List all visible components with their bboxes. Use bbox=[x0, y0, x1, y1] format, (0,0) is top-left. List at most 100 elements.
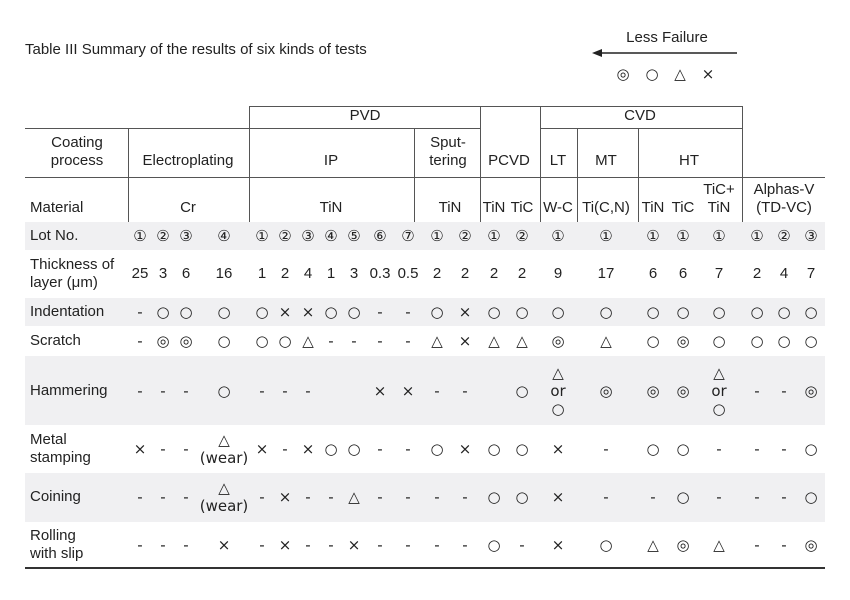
table-cell: △ bbox=[488, 332, 500, 350]
table-cell: - bbox=[519, 536, 525, 554]
table-cell: ○ bbox=[515, 440, 529, 458]
header-material-cell: TiN bbox=[641, 199, 665, 216]
rule bbox=[540, 128, 742, 129]
table-cell: 16 bbox=[215, 265, 233, 282]
table-cell: △ bbox=[516, 332, 528, 350]
rule bbox=[128, 128, 129, 222]
table-cell: ○ bbox=[646, 440, 660, 458]
table-cell: × bbox=[458, 440, 472, 458]
table-cell: ○ bbox=[515, 488, 529, 506]
header-electroplating: Electroplating bbox=[142, 152, 234, 169]
table-cell: ◎ bbox=[179, 332, 193, 350]
table-cell: ① bbox=[646, 227, 660, 245]
rule bbox=[25, 177, 825, 178]
table-cell: - bbox=[183, 536, 189, 554]
table-cell: ① bbox=[430, 227, 444, 245]
table-cell: 4 bbox=[779, 265, 789, 282]
table-cell: △ (wear) bbox=[199, 431, 249, 467]
table-cell: ○ bbox=[217, 382, 231, 400]
table-cell: ② bbox=[777, 227, 791, 245]
header-material: Material bbox=[30, 199, 84, 216]
rule bbox=[577, 128, 578, 222]
table-cell: - bbox=[282, 382, 288, 400]
table-cell: × bbox=[278, 303, 292, 321]
table-cell: 2 bbox=[280, 265, 290, 282]
table-cell: ○ bbox=[599, 303, 613, 321]
table-cell: ④ bbox=[217, 227, 231, 245]
table-cell: ② bbox=[458, 227, 472, 245]
table-cell: × bbox=[301, 303, 315, 321]
table-cell: ○ bbox=[646, 303, 660, 321]
header-pcvd: PCVD bbox=[488, 152, 530, 169]
table-cell: ○ bbox=[646, 332, 660, 350]
table-cell: ◎ bbox=[804, 382, 818, 400]
table-cell: △ or ○ bbox=[711, 364, 727, 418]
table-cell: ○ bbox=[255, 303, 269, 321]
table-cell: ② bbox=[515, 227, 529, 245]
header-lt: LT bbox=[549, 152, 567, 169]
header-material-cell: TiC bbox=[510, 199, 534, 216]
table-cell: ○ bbox=[676, 303, 690, 321]
table-cell: ○ bbox=[487, 488, 501, 506]
table-cell: × bbox=[133, 440, 147, 458]
table-cell: - bbox=[405, 332, 411, 350]
table-cell: ○ bbox=[676, 440, 690, 458]
table-cell: ○ bbox=[804, 303, 818, 321]
table-cell: 4 bbox=[303, 265, 313, 282]
header-mt: MT bbox=[595, 152, 617, 169]
header-coating-process: Coating process bbox=[50, 134, 104, 169]
table-cell: × bbox=[255, 440, 269, 458]
table-cell: 1 bbox=[257, 265, 267, 282]
table-cell: ◎ bbox=[156, 332, 170, 350]
table-cell: 0.3 bbox=[369, 265, 391, 282]
table-cell: 7 bbox=[714, 265, 724, 282]
table-cell: ① bbox=[255, 227, 269, 245]
table-cell: ○ bbox=[515, 303, 529, 321]
table-cell: - bbox=[377, 440, 383, 458]
table-cell: 6 bbox=[678, 265, 688, 282]
table-cell: 0.5 bbox=[397, 265, 419, 282]
table-cell: - bbox=[462, 536, 468, 554]
table-cell: ○ bbox=[712, 332, 726, 350]
table-cell: ○ bbox=[347, 440, 361, 458]
table-cell: - bbox=[282, 440, 288, 458]
table-cell: 6 bbox=[181, 265, 191, 282]
rule bbox=[414, 128, 415, 222]
table-cell: ◎ bbox=[676, 536, 690, 554]
table-cell: △ bbox=[302, 332, 314, 350]
table-cell: ◎ bbox=[646, 382, 660, 400]
table-cell: - bbox=[137, 488, 143, 506]
table-cell: ④ bbox=[324, 227, 338, 245]
arrow-left-icon bbox=[592, 49, 737, 57]
table-cell: - bbox=[405, 536, 411, 554]
table-cell: - bbox=[259, 382, 265, 400]
table-cell: ③ bbox=[179, 227, 193, 245]
table-cell: ○ bbox=[777, 332, 791, 350]
table-cell: ② bbox=[156, 227, 170, 245]
table-cell: - bbox=[160, 440, 166, 458]
table-cell: 2 bbox=[460, 265, 470, 282]
table-cell: ○ bbox=[599, 536, 613, 554]
legend-symbol-fair: △ bbox=[674, 65, 686, 83]
header-ip: IP bbox=[323, 152, 339, 169]
table-cell: ① bbox=[487, 227, 501, 245]
table-cell: - bbox=[137, 332, 143, 350]
table-cell: - bbox=[351, 332, 357, 350]
table-cell: 2 bbox=[489, 265, 499, 282]
row-shade bbox=[25, 222, 825, 250]
row-shade bbox=[25, 473, 825, 522]
table-cell: 1 bbox=[326, 265, 336, 282]
table-cell: ◎ bbox=[676, 382, 690, 400]
table-cell: - bbox=[434, 536, 440, 554]
table-cell: ① bbox=[750, 227, 764, 245]
table-cell: - bbox=[305, 536, 311, 554]
table-cell: - bbox=[183, 488, 189, 506]
table-cell: - bbox=[259, 488, 265, 506]
table-cell: 6 bbox=[648, 265, 658, 282]
table-cell: ○ bbox=[804, 488, 818, 506]
table-cell: - bbox=[434, 382, 440, 400]
table-cell: - bbox=[305, 382, 311, 400]
header-material-cell: TiN bbox=[438, 199, 462, 216]
table-cell: ○ bbox=[551, 303, 565, 321]
table-cell: ① bbox=[599, 227, 613, 245]
